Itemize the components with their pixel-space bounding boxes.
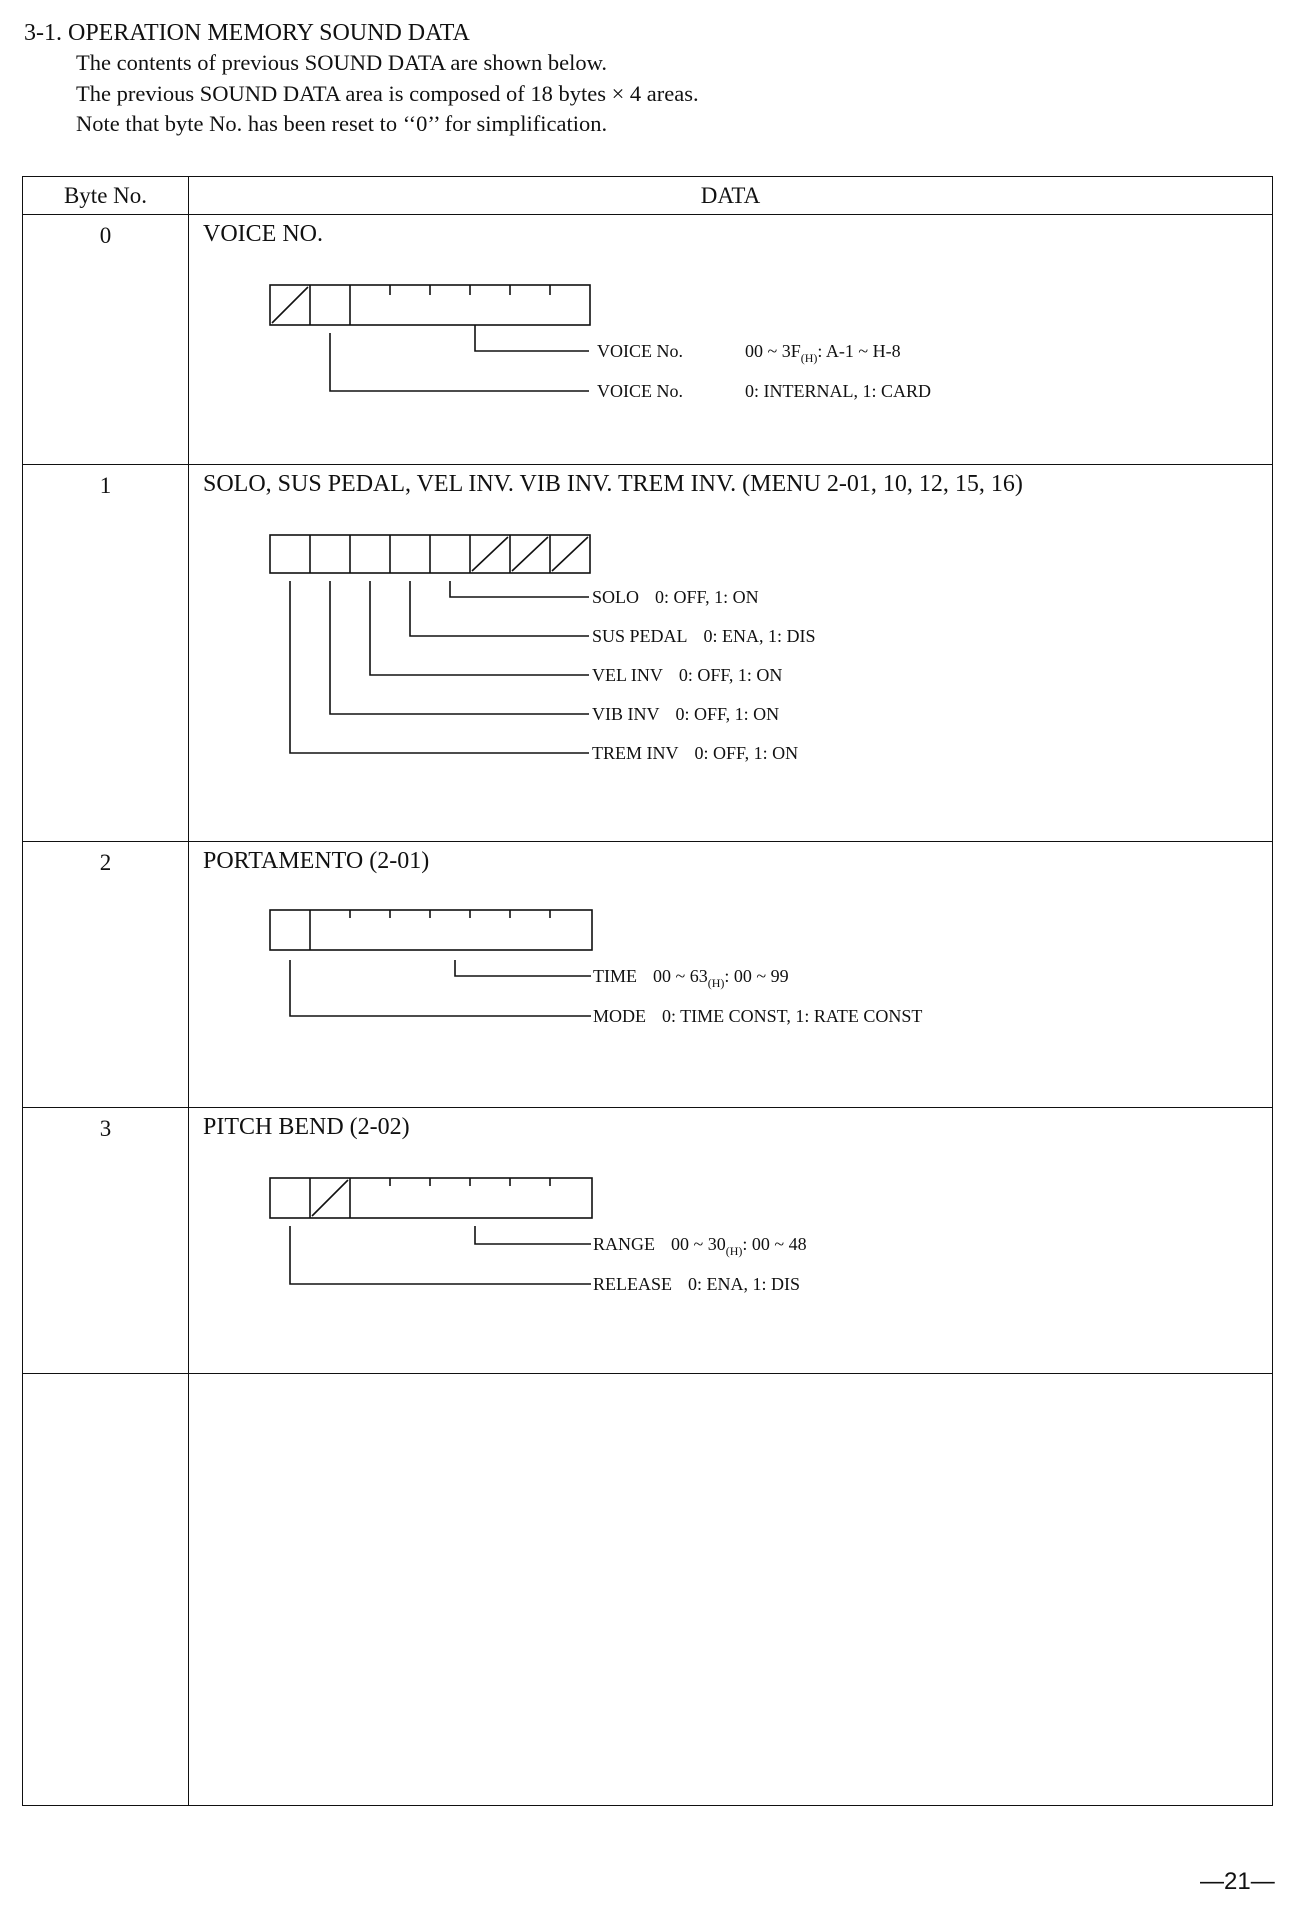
field-value: 00 ~ 3F(H): A-1 ~ H-8	[745, 341, 901, 365]
field-value: 0: INTERNAL, 1: CARD	[745, 381, 931, 401]
row-title: PORTAMENTO (2-01)	[203, 848, 430, 874]
row-title: VOICE NO.	[203, 221, 323, 247]
field-label: VOICE No.	[597, 341, 683, 361]
table-header-row: Byte No. DATA	[22, 176, 1273, 215]
intro-line: The contents of previous SOUND DATA are …	[76, 50, 608, 75]
row-title: PITCH BEND (2-02)	[203, 1114, 410, 1140]
byte-no-header: Byte No.	[22, 176, 189, 215]
field-label: VOICE No.	[597, 381, 683, 401]
table-row	[22, 1373, 1273, 1806]
byte-number: 3	[22, 1107, 189, 1374]
intro-text: The contents of previous SOUND DATA are …	[76, 48, 699, 140]
section-heading: 3-1. OPERATION MEMORY SOUND DATA	[24, 20, 470, 46]
byte-number: 1	[22, 464, 189, 842]
table-row: 0 VOICE NO. VOICE No. 00 ~ 3F(H): A-1 ~ …	[22, 214, 1273, 465]
page-number: —21—	[1200, 1868, 1275, 1895]
byte-number	[22, 1373, 189, 1806]
data-cell: SOLO, SUS PEDAL, VEL INV. VIB INV. TREM …	[188, 464, 1273, 842]
byte-number: 2	[22, 841, 189, 1108]
sound-data-table: Byte No. DATA 0 VOICE NO. VOICE No.	[22, 176, 1273, 1806]
intro-line: The previous SOUND DATA area is composed…	[76, 80, 699, 106]
row-title: SOLO, SUS PEDAL, VEL INV. VIB INV. TREM …	[203, 471, 1023, 497]
intro-line: Note that byte No. has been reset to ‘‘0…	[76, 111, 608, 136]
data-header: DATA	[188, 176, 1273, 215]
byte-number: 0	[22, 214, 189, 465]
table-row: 1 SOLO, SUS PEDAL, VEL INV. VIB INV. TRE…	[22, 464, 1273, 842]
data-cell: VOICE NO. VOICE No. 00 ~ 3F(H): A-1 ~ H-…	[188, 214, 1273, 465]
bit-diagram: VOICE No. 00 ~ 3F(H): A-1 ~ H-8 VOICE No…	[269, 284, 931, 401]
data-cell	[188, 1373, 1273, 1806]
